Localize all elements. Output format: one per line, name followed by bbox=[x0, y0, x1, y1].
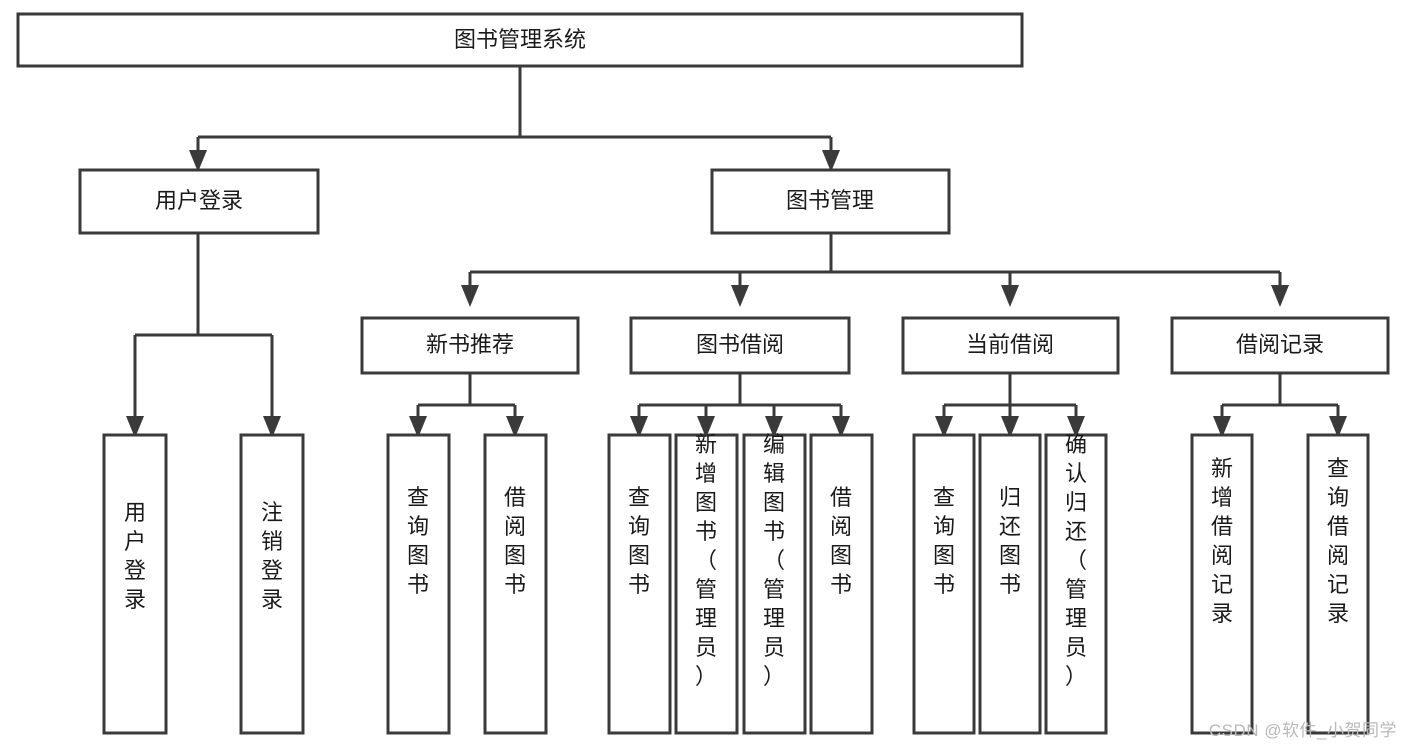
connector-group-borrow-record bbox=[1213, 373, 1347, 438]
leaf-label: 新增图书（管理员） bbox=[695, 432, 717, 689]
leaf-book-borrow-2[interactable]: 编辑图书（管理员） bbox=[742, 432, 807, 735]
leaf-label: 查询借阅记录 bbox=[1327, 456, 1349, 626]
csdn-watermark: CSDN @软件_小贺同学 bbox=[1208, 721, 1397, 740]
node-root-box[interactable] bbox=[16, 12, 1024, 68]
leaf-box[interactable] bbox=[809, 433, 874, 735]
leaf-user-login-1[interactable]: 注销登录 bbox=[239, 433, 305, 735]
leaf-box[interactable] bbox=[912, 433, 976, 735]
leaf-label: 借阅图书 bbox=[504, 485, 526, 597]
leaf-box[interactable] bbox=[386, 433, 451, 735]
node-borrow-record[interactable]: 借阅记录 bbox=[1170, 316, 1390, 375]
leaf-label: 新增借阅记录 bbox=[1211, 456, 1233, 626]
leaf-box[interactable] bbox=[239, 433, 305, 735]
node-user-login-label: 用户登录 bbox=[155, 188, 243, 213]
leaf-box[interactable] bbox=[742, 433, 807, 735]
node-book-borrow-box[interactable] bbox=[629, 316, 851, 375]
connector-group-user-login bbox=[126, 233, 281, 438]
node-new-book-recommend[interactable]: 新书推荐 bbox=[360, 316, 580, 375]
leaf-box[interactable] bbox=[1190, 433, 1254, 735]
leaf-box[interactable] bbox=[607, 433, 672, 735]
leaf-box[interactable] bbox=[483, 433, 548, 735]
leaf-box[interactable] bbox=[1306, 433, 1370, 735]
node-book-management-box[interactable] bbox=[710, 168, 951, 235]
leaf-box[interactable] bbox=[1044, 433, 1108, 735]
leaf-book-borrow-3[interactable]: 借阅图书 bbox=[809, 433, 874, 735]
leaf-label: 查询图书 bbox=[933, 485, 955, 597]
node-current-borrow[interactable]: 当前借阅 bbox=[901, 316, 1120, 375]
leaf-box[interactable] bbox=[674, 433, 739, 735]
connector-group-book-management bbox=[461, 233, 1289, 307]
node-new-book-recommend-box[interactable] bbox=[360, 316, 580, 375]
leaf-book-borrow-1[interactable]: 新增图书（管理员） bbox=[674, 432, 739, 735]
leaf-borrow-record-0[interactable]: 新增借阅记录 bbox=[1190, 433, 1254, 735]
leaf-box[interactable] bbox=[978, 433, 1042, 735]
node-current-borrow-box[interactable] bbox=[901, 316, 1120, 375]
node-book-borrow[interactable]: 图书借阅 bbox=[629, 316, 851, 375]
connector-group-root bbox=[189, 66, 840, 172]
node-root[interactable]: 图书管理系统 bbox=[16, 12, 1024, 68]
leaf-current-borrow-1[interactable]: 归还图书 bbox=[978, 433, 1042, 735]
leaf-book-borrow-0[interactable]: 查询图书 bbox=[607, 433, 672, 735]
node-root-label: 图书管理系统 bbox=[454, 27, 586, 52]
node-current-borrow-label: 当前借阅 bbox=[966, 332, 1054, 357]
node-new-book-recommend-label: 新书推荐 bbox=[426, 332, 514, 357]
leaf-user-login-0[interactable]: 用户登录 bbox=[102, 433, 168, 735]
leaf-box[interactable] bbox=[102, 433, 168, 735]
connector-group-book-borrow bbox=[630, 373, 850, 438]
node-book-borrow-label: 图书借阅 bbox=[696, 332, 784, 357]
leaf-label: 确认归还（管理员） bbox=[1065, 432, 1087, 689]
leaf-label: 借阅图书 bbox=[830, 485, 852, 597]
node-user-login[interactable]: 用户登录 bbox=[78, 168, 320, 235]
leaf-label: 查询图书 bbox=[628, 485, 650, 597]
leaf-label: 查询图书 bbox=[407, 485, 429, 597]
node-borrow-record-box[interactable] bbox=[1170, 316, 1390, 375]
connector-group-current-borrow bbox=[935, 373, 1085, 438]
connector-group-new-book bbox=[409, 373, 524, 438]
node-borrow-record-label: 借阅记录 bbox=[1236, 332, 1324, 357]
leaf-new-book-0[interactable]: 查询图书 bbox=[386, 433, 451, 735]
leaf-current-borrow-0[interactable]: 查询图书 bbox=[912, 433, 976, 735]
leaf-label: 归还图书 bbox=[999, 485, 1021, 597]
node-book-management[interactable]: 图书管理 bbox=[710, 168, 951, 235]
leaf-new-book-1[interactable]: 借阅图书 bbox=[483, 433, 548, 735]
leaf-current-borrow-2[interactable]: 确认归还（管理员） bbox=[1044, 432, 1108, 735]
leaf-label: 注销登录 bbox=[261, 500, 283, 612]
leaf-label: 用户登录 bbox=[124, 500, 146, 612]
leaf-label: 编辑图书（管理员） bbox=[763, 432, 785, 689]
node-user-login-box[interactable] bbox=[78, 168, 320, 235]
leaf-borrow-record-1[interactable]: 查询借阅记录 bbox=[1306, 433, 1370, 735]
node-book-management-label: 图书管理 bbox=[786, 188, 874, 213]
